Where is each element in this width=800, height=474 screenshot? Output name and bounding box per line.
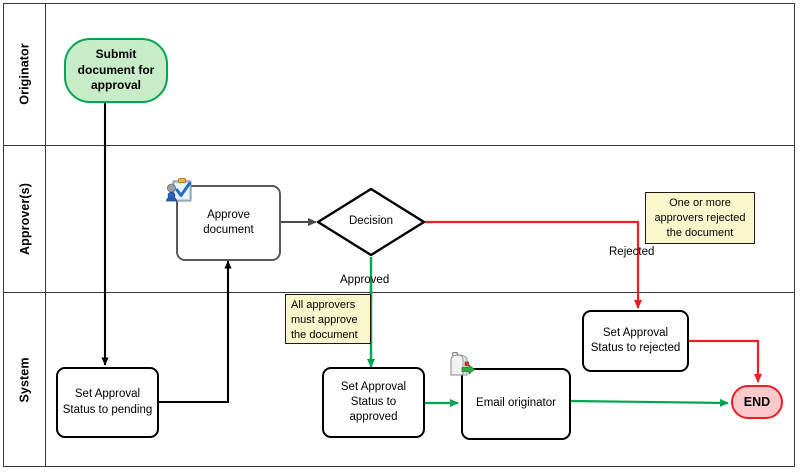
node-decision[interactable]: Decision — [316, 187, 426, 257]
node-set-approved-label: Set Approval Status to approved — [340, 380, 407, 424]
node-set-pending-label: Set Approval Status to pending — [62, 388, 153, 416]
node-end[interactable]: END — [731, 385, 783, 419]
lane-label-column-divider — [45, 3, 46, 467]
node-approve-document-label: Approve document — [203, 208, 254, 236]
node-set-approval-status-to-approved[interactable]: Set Approval Status to approved — [322, 367, 425, 438]
edge-label-rejected: Rejected — [609, 246, 655, 258]
node-set-rejected-label: Set Approval Status to rejected — [590, 326, 681, 354]
node-end-label: END — [743, 394, 771, 409]
lane-divider-approvers-system — [3, 292, 795, 293]
lane-label-originator-text: Originator — [17, 43, 32, 105]
node-start-label: Submit document for approval — [77, 46, 155, 93]
node-set-approval-status-to-pending[interactable]: Set Approval Status to pending — [56, 367, 159, 438]
send-email-icon — [447, 351, 477, 380]
edge-label-approved: Approved — [340, 274, 390, 286]
lane-label-approvers-text: Approver(s) — [17, 182, 32, 255]
note-one-or-more-rejected: One or more approvers rejected the docum… — [645, 192, 755, 244]
note-all-approvers-must-approve: All approvers must approve the document — [285, 294, 371, 344]
lane-label-system: System — [3, 292, 46, 467]
lane-label-system-text: System — [17, 356, 32, 403]
lane-label-approvers: Approver(s) — [3, 145, 46, 292]
node-start-submit-document[interactable]: Submit document for approval — [64, 38, 168, 103]
node-set-approval-status-to-rejected[interactable]: Set Approval Status to rejected — [582, 310, 689, 372]
lane-divider-originator-approvers — [3, 145, 795, 146]
node-email-originator-label: Email originator — [476, 397, 556, 410]
node-email-originator[interactable]: Email originator — [461, 368, 571, 440]
lane-label-originator: Originator — [3, 3, 46, 145]
swimlane-frame — [3, 3, 795, 467]
node-approve-document[interactable]: Approve document — [176, 185, 281, 261]
node-decision-label: Decision — [348, 215, 394, 228]
user-task-icon — [164, 177, 194, 205]
